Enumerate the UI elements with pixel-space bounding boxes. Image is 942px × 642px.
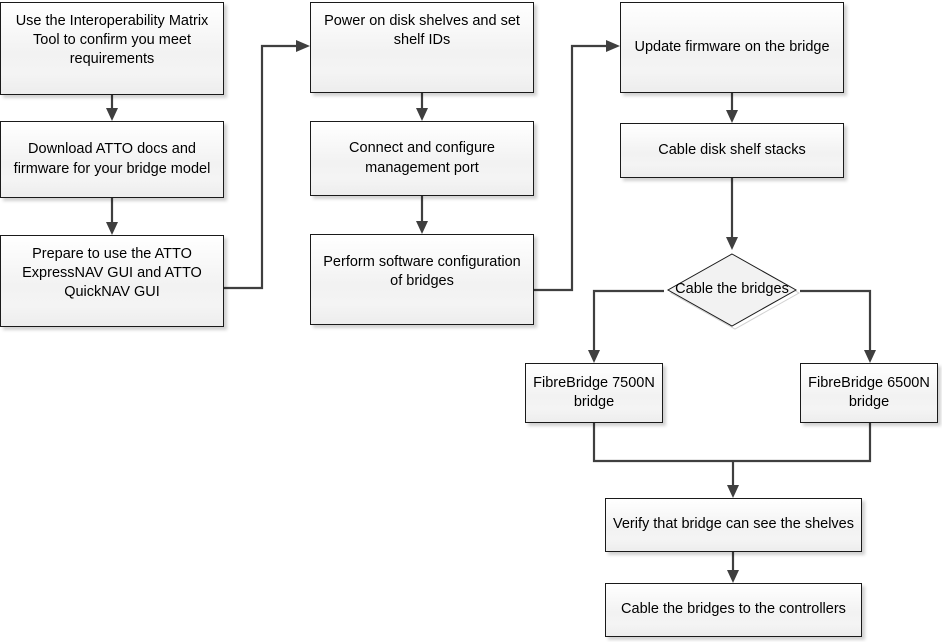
node-cable-stacks[interactable]: Cable disk shelf stacks — [620, 123, 844, 178]
arrowhead-stacks-to-decision — [726, 237, 738, 250]
node-interop-matrix-label: Use the Interoperability Matrix Tool to … — [15, 13, 209, 68]
node-management-port-label: Connect and configure management port — [349, 140, 495, 176]
node-interop-matrix[interactable]: Use the Interoperability Matrix Tool to … — [0, 2, 224, 95]
node-verify-shelves[interactable]: Verify that bridge can see the shelves — [605, 498, 862, 552]
node-cable-controllers[interactable]: Cable the bridges to the controllers — [605, 583, 862, 637]
node-prepare-gui[interactable]: Prepare to use the ATTO ExpressNAV GUI a… — [0, 235, 224, 327]
node-cable-controllers-label: Cable the bridges to the controllers — [621, 601, 846, 618]
node-software-config-label: Perform software configuration of bridge… — [323, 254, 521, 290]
node-download-docs[interactable]: Download ATTO docs and firmware for your… — [0, 121, 224, 198]
node-update-firmware-label: Update firmware on the bridge — [634, 38, 830, 55]
arrowhead-software-to-firmware — [606, 40, 620, 52]
arrowhead-firmware-to-stacks — [726, 110, 738, 123]
node-download-docs-label: Download ATTO docs and firmware for your… — [13, 141, 211, 177]
edge-bridges-merge — [592, 423, 872, 463]
arrowhead-prepare-to-power — [296, 40, 310, 52]
node-bridge-6500n-label: FibreBridge 6500N bridge — [808, 374, 930, 410]
edge-decision-to-7500n — [592, 289, 664, 354]
node-power-shelves[interactable]: Power on disk shelves and set shelf IDs — [310, 2, 534, 93]
node-update-firmware[interactable]: Update firmware on the bridge — [620, 2, 844, 93]
edge-software-to-firmware — [534, 44, 610, 292]
node-power-shelves-label: Power on disk shelves and set shelf IDs — [324, 13, 520, 49]
arrowhead-decision-to-6500n — [864, 350, 876, 363]
arrowhead-download-to-prepare — [106, 222, 118, 235]
edge-prepare-to-power — [224, 44, 300, 290]
node-software-config[interactable]: Perform software configuration of bridge… — [310, 234, 534, 325]
arrowhead-verify-to-controllers — [727, 570, 739, 583]
node-management-port[interactable]: Connect and configure management port — [310, 121, 534, 196]
arrowhead-interop-to-download — [106, 108, 118, 121]
arrowhead-merge-to-verify — [727, 485, 739, 498]
node-verify-shelves-label: Verify that bridge can see the shelves — [612, 516, 854, 533]
node-bridge-7500n-label: FibreBridge 7500N bridge — [533, 374, 655, 410]
arrowhead-power-to-management — [416, 108, 428, 121]
diamond-shape — [666, 253, 798, 327]
node-prepare-gui-label: Prepare to use the ATTO ExpressNAV GUI a… — [22, 246, 202, 301]
edge-decision-to-6500n — [800, 289, 872, 354]
arrowhead-management-to-software — [416, 221, 428, 234]
node-bridge-6500n[interactable]: FibreBridge 6500N bridge — [800, 363, 938, 423]
node-cable-bridges-decision[interactable]: Cable the bridges — [664, 250, 801, 330]
node-bridge-7500n[interactable]: FibreBridge 7500N bridge — [525, 363, 663, 423]
node-cable-stacks-label: Cable disk shelf stacks — [658, 141, 806, 158]
arrowhead-decision-to-7500n — [588, 350, 600, 363]
